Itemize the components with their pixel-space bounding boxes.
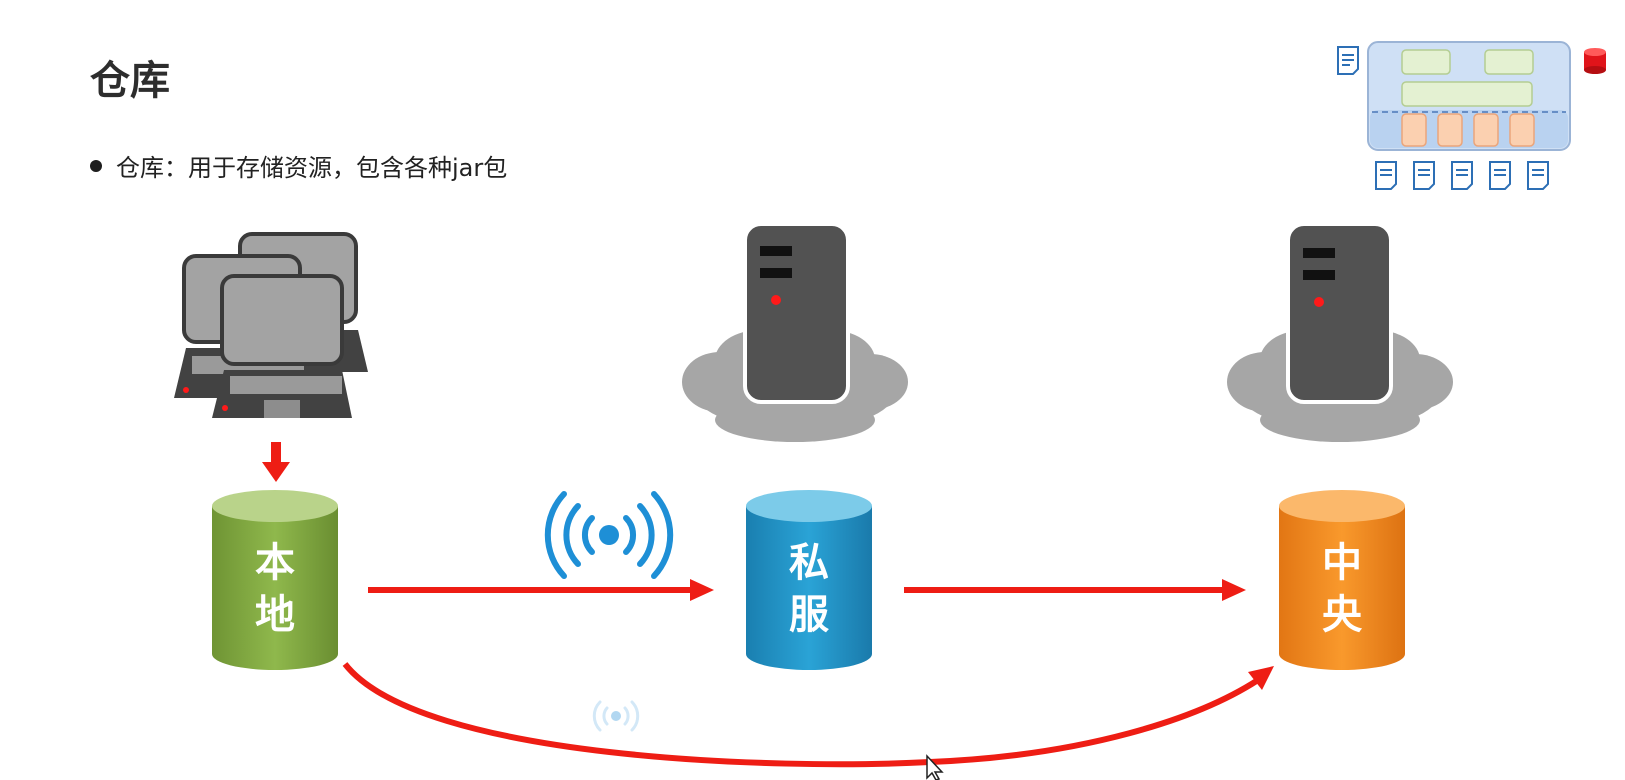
central-server-group [1227, 222, 1453, 442]
repo-local-label-1: 本 [255, 540, 295, 586]
repo-private-label-1: 私 [789, 540, 829, 586]
database-icon [1584, 48, 1606, 74]
bullet-text: 仓库：用于存储资源，包含各种jar包 [116, 154, 508, 182]
repo-private: 私 服 [746, 490, 872, 670]
document-icon [1337, 46, 1359, 75]
faint-wifi-signal-icon [592, 700, 640, 732]
private-server-group [682, 222, 908, 442]
wifi-signal-icon [544, 491, 674, 579]
computers-icon [174, 232, 368, 418]
repo-local: 本 地 [212, 490, 338, 670]
arrow-local-to-private [368, 579, 714, 601]
download-arrow-icon [262, 442, 290, 482]
bullet-item: 仓库：用于存储资源，包含各种jar包 [90, 148, 507, 183]
architecture-thumbnail-icon [1337, 41, 1606, 190]
repo-central-label-2: 央 [1322, 592, 1363, 638]
document-row [1375, 161, 1549, 190]
server-icon [1286, 222, 1393, 404]
server-icon [743, 222, 850, 404]
slide-title: 仓库 [90, 58, 170, 104]
arrow-local-to-central [342, 662, 1274, 768]
repo-private-label-2: 服 [789, 592, 829, 638]
repo-central-label-1: 中 [1322, 540, 1362, 586]
repo-central: 中 央 [1279, 490, 1405, 670]
repo-local-label-2: 地 [255, 592, 295, 638]
arrow-private-to-central [904, 579, 1246, 601]
bullet-dot-icon [90, 159, 102, 172]
